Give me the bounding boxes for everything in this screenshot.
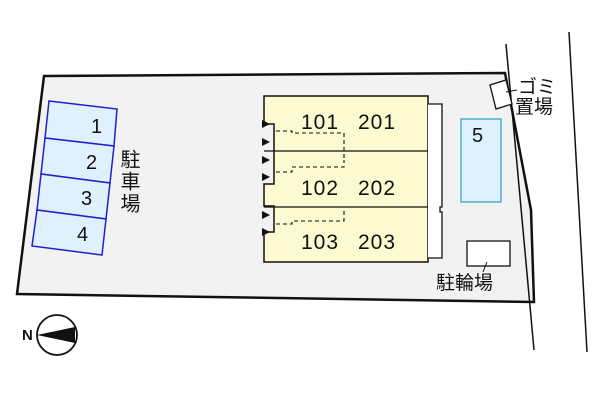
- unit-101: 101: [301, 111, 340, 134]
- parking-space-4: [31, 209, 107, 256]
- road-line-outer: [568, 31, 588, 353]
- unit-103: 103: [301, 231, 340, 254]
- garbage-label-line2: 置場: [515, 97, 554, 118]
- bicycle-parking-label: 駐輪場: [436, 273, 494, 294]
- road-line-inner: [505, 43, 535, 351]
- parking-space-2-label: 2: [86, 152, 98, 174]
- unit-102: 102: [301, 177, 340, 200]
- parking-spaces: [31, 100, 118, 256]
- parking-space-1-label: 1: [91, 116, 103, 138]
- compass-north-label: N: [22, 327, 33, 344]
- unit-203: 203: [358, 231, 397, 254]
- entrance-arrow-icons: [262, 120, 270, 236]
- unit-201: 201: [358, 111, 397, 134]
- parking-space-5-label: 5: [472, 125, 484, 147]
- bicycle-area-box: [466, 240, 511, 267]
- parking-label: 駐車場: [117, 149, 139, 215]
- garbage-label-line1: ゴミ: [518, 77, 557, 98]
- parking-space-3-label: 3: [81, 188, 93, 210]
- parking-space-5: [460, 118, 502, 203]
- building: [262, 95, 443, 263]
- garbage-area-box: [489, 79, 513, 110]
- compass-north-arrow-icon: [36, 314, 78, 356]
- unit-202: 202: [358, 177, 397, 200]
- parking-space-4-label: 4: [77, 224, 89, 246]
